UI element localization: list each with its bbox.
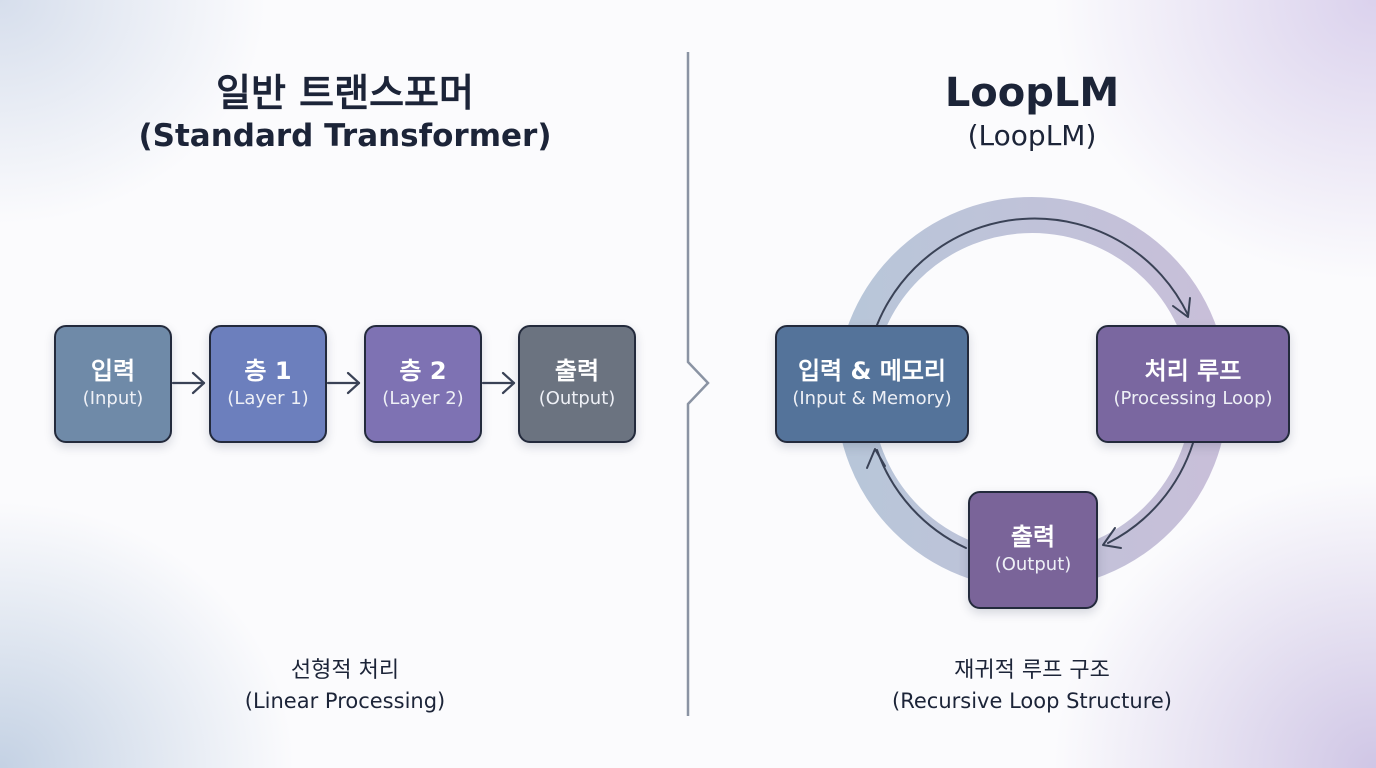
divider-chevron [686,52,710,716]
node-input-memory-en: (Input & Memory) [792,388,952,409]
loop-arrow-top [876,217,1189,326]
right-title: LoopLM (LoopLM) [832,70,1232,156]
left-caption: 선형적 처리 (Linear Processing) [195,656,495,716]
left-caption-ko: 선형적 처리 [290,658,400,683]
node-output: 출력 (Output) [518,325,636,443]
left-title-ko: 일반 트랜스포머 [216,71,474,115]
right-title-main: LoopLM [944,70,1120,116]
left-title-en: (Standard Transformer) [138,118,552,154]
node-loop-output: 출력 (Output) [968,491,1098,609]
left-caption-en: (Linear Processing) [244,689,446,713]
node-loop-output-ko: 출력 [1010,523,1056,551]
node-layer-2-en: (Layer 2) [382,388,464,409]
node-layer-2-ko: 층 2 [399,357,447,385]
node-processing-loop-ko: 처리 루프 [1144,357,1242,385]
node-output-en: (Output) [538,388,616,409]
loop-arrow-top-head [1172,297,1191,318]
node-layer-1: 층 1 (Layer 1) [209,325,327,443]
loop-arrow-right-head [1102,527,1122,549]
right-title-sub: (LoopLM) [967,119,1097,152]
node-input-ko: 입력 [90,357,136,385]
node-layer-1-ko: 층 1 [244,357,292,385]
node-input-en: (Input) [82,388,144,409]
node-layer-1-en: (Layer 1) [227,388,309,409]
node-output-ko: 출력 [554,357,600,385]
right-caption-en: (Recursive Loop Structure) [892,689,1172,713]
right-caption: 재귀적 루프 구조 (Recursive Loop Structure) [862,656,1202,716]
node-processing-loop: 처리 루프 (Processing Loop) [1096,325,1290,443]
loop-arrow-right [1107,442,1194,544]
node-layer-2: 층 2 (Layer 2) [364,325,482,443]
right-caption-ko: 재귀적 루프 구조 [954,658,1110,683]
node-input-memory-ko: 입력 & 메모리 [797,357,947,385]
node-input-memory: 입력 & 메모리 (Input & Memory) [775,325,969,443]
node-processing-loop-en: (Processing Loop) [1113,388,1273,409]
node-input: 입력 (Input) [54,325,172,443]
loop-arrow-left-head [866,448,886,469]
loop-arrow-left [876,449,967,549]
left-title: 일반 트랜스포머 (Standard Transformer) [95,70,595,156]
node-loop-output-en: (Output) [994,554,1072,575]
